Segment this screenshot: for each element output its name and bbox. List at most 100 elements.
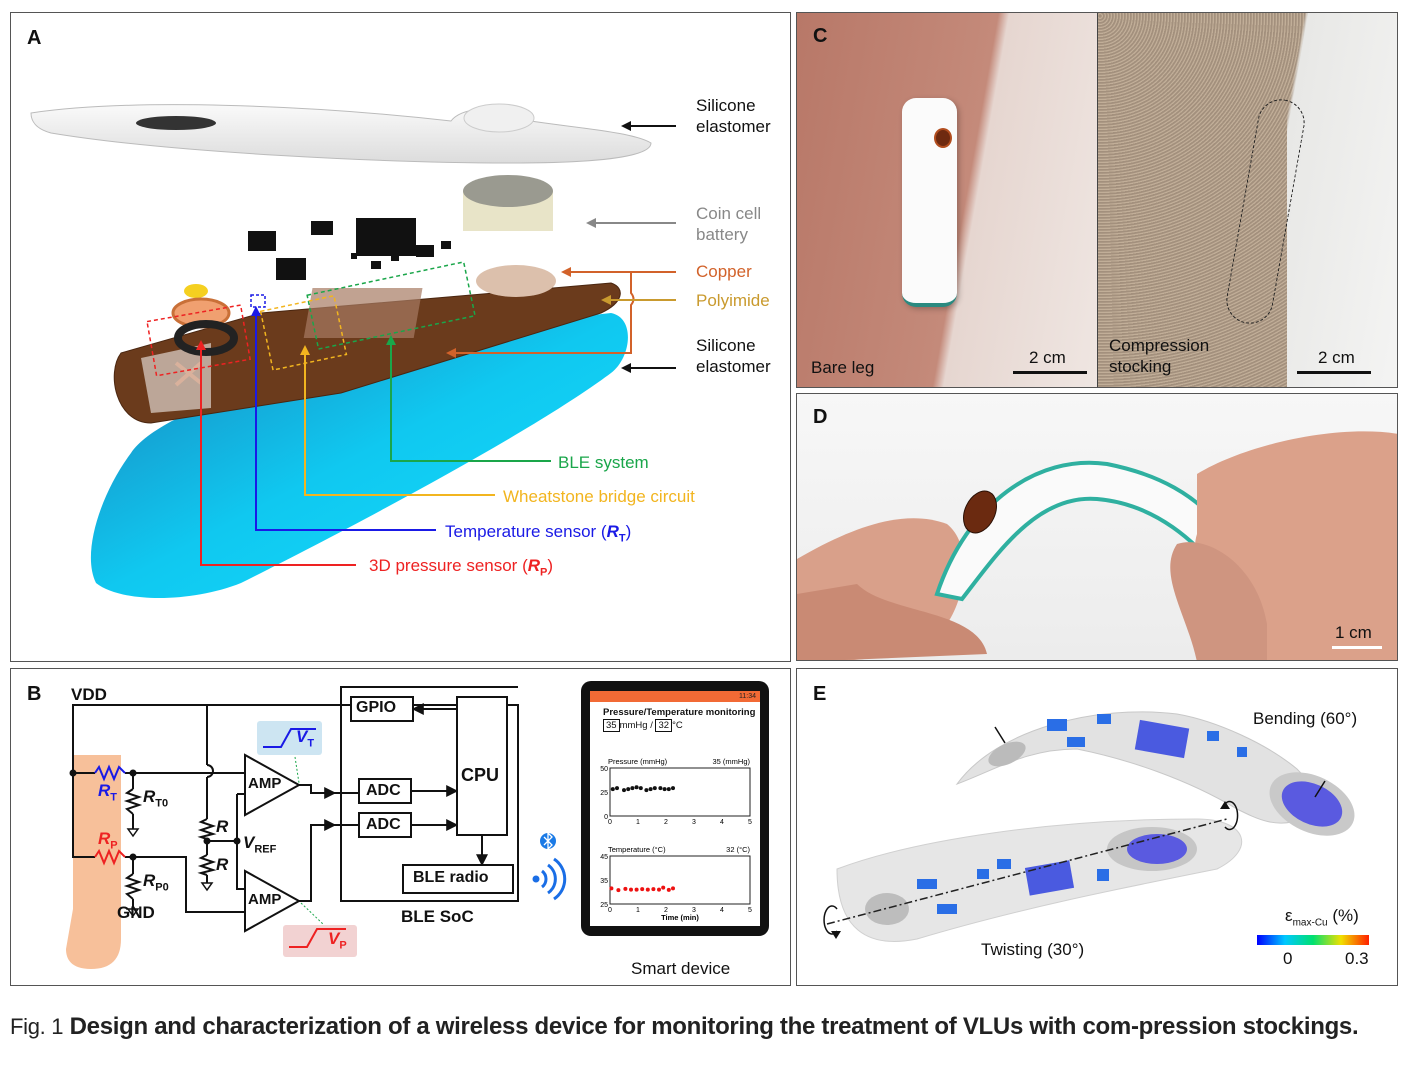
flexing-device-photo — [797, 431, 1397, 660]
callout-line: battery — [696, 225, 748, 244]
panel-a-label: A — [27, 27, 42, 49]
symbol: V — [328, 929, 340, 948]
symbol: R — [98, 829, 111, 848]
subscript: REF — [254, 843, 277, 856]
x-tick-label: 1 — [636, 907, 640, 914]
data-point — [638, 786, 643, 791]
unit: (%) — [1327, 906, 1359, 925]
paren: ) — [547, 556, 554, 575]
symbol: ε — [1285, 906, 1293, 925]
colorbar-max: 0.3 — [1345, 949, 1369, 968]
data-point — [648, 787, 653, 792]
data-point — [629, 887, 633, 892]
y-tick-label: 45 — [600, 854, 608, 861]
bending-label: Bending (60°) — [1253, 709, 1358, 728]
symbol: R — [143, 787, 156, 806]
panel-c: C Bare leg 2 cm Compression stocking 2 c… — [796, 12, 1398, 388]
y-tick-label: 25 — [600, 902, 608, 909]
subscript: P0 — [155, 881, 169, 894]
strain-simulation — [823, 711, 1369, 945]
panel-e-label: E — [813, 683, 827, 705]
r-top-label: R — [216, 817, 229, 836]
top-silicone-layer — [30, 104, 652, 164]
scale-bar — [1332, 646, 1382, 649]
data-point — [623, 886, 628, 891]
separator: / — [650, 720, 653, 731]
stocking-edge-background — [1287, 13, 1397, 387]
phone-title: Pressure/Temperature monitoring — [603, 707, 756, 718]
x-tick-label: 3 — [692, 819, 696, 826]
x-tick-label: 4 — [720, 819, 724, 826]
callout-text: 3D pressure sensor ( — [369, 556, 528, 575]
bare-leg-caption: Bare leg — [811, 358, 875, 377]
symbol: R — [606, 522, 619, 541]
data-point — [634, 785, 639, 790]
data-point — [634, 887, 639, 892]
rp-label: RP — [98, 829, 118, 851]
callout-line: Coin cell — [696, 204, 762, 223]
panel-d-label: D — [813, 406, 828, 428]
panel-a: A — [10, 12, 791, 662]
scale-bar-label: 1 cm — [1335, 623, 1372, 642]
subscript: P — [540, 566, 548, 579]
vp-label: VP — [328, 929, 347, 951]
figure-caption-text: Design and characterization of a wireles… — [69, 1013, 1359, 1040]
callout-line: elastomer — [696, 357, 771, 376]
y-tick-label: 50 — [600, 766, 608, 773]
panel-d: D 1 cm — [796, 393, 1398, 661]
data-point — [615, 786, 619, 791]
x-tick-label: 4 — [720, 907, 724, 914]
callout-coin-cell: Coin cell battery — [696, 203, 761, 245]
circuit-schematic — [66, 686, 567, 969]
caption-line: stocking — [1109, 357, 1172, 376]
rt0-label: RT0 — [143, 787, 168, 809]
callout-ble-system: BLE system — [558, 453, 649, 472]
scale-bar-label-right: 2 cm — [1318, 348, 1355, 367]
figure-number: Fig. 1 — [10, 1014, 64, 1039]
figure-caption: Fig. 1 Design and characterization of a … — [10, 1008, 1400, 1046]
adc-top-label: ADC — [366, 782, 401, 799]
vt-label: VT — [296, 727, 314, 749]
subscript: P — [110, 839, 118, 852]
chart-current-value: 32 (°C) — [726, 845, 750, 854]
data-point — [616, 888, 621, 893]
symbol: R — [527, 556, 541, 575]
panel-e: E Bending (60°) Twisting (30°) εmax-Cu (… — [796, 668, 1398, 986]
rt-label: RT — [98, 781, 117, 803]
status-time: 11:34 — [739, 693, 756, 700]
panel-c-label: C — [813, 25, 828, 47]
x-tick-label: 2 — [664, 907, 668, 914]
callout-text: Temperature sensor ( — [445, 522, 607, 541]
panel-b-label: B — [27, 683, 42, 705]
x-axis-label: Time (min) — [661, 913, 699, 922]
phone-screen: 11:34 Pressure/Temperature monitoring 35… — [590, 691, 760, 926]
twisting-label: Twisting (30°) — [981, 940, 1085, 959]
vref-label: VREF — [243, 833, 276, 855]
leg-silhouette — [66, 755, 121, 969]
subscript: max-Cu — [1292, 917, 1328, 929]
data-point — [640, 887, 645, 892]
x-tick-label: 2 — [664, 819, 668, 826]
data-point — [644, 788, 649, 793]
symbol: V — [243, 833, 255, 852]
polyimide-board — [113, 282, 621, 424]
colorbar-title: εmax-Cu (%) — [1285, 906, 1359, 928]
callout-line: elastomer — [696, 117, 771, 136]
ble-radio-label: BLE radio — [413, 869, 489, 886]
data-point — [630, 786, 635, 791]
x-tick-label: 3 — [692, 907, 696, 914]
data-point — [651, 887, 656, 892]
data-point — [609, 886, 614, 891]
scale-bar-right — [1297, 371, 1371, 374]
callout-line: Silicone — [696, 336, 756, 355]
callout-copper: Copper — [696, 262, 752, 281]
phone-status-bar: 11:34 — [590, 691, 760, 702]
data-point — [652, 786, 657, 791]
gnd-label: GND — [117, 903, 155, 922]
colorbar — [1257, 935, 1369, 945]
sensor-dot — [934, 128, 952, 148]
amp-bottom-label: AMP — [248, 891, 282, 908]
chart-frame — [609, 767, 751, 817]
